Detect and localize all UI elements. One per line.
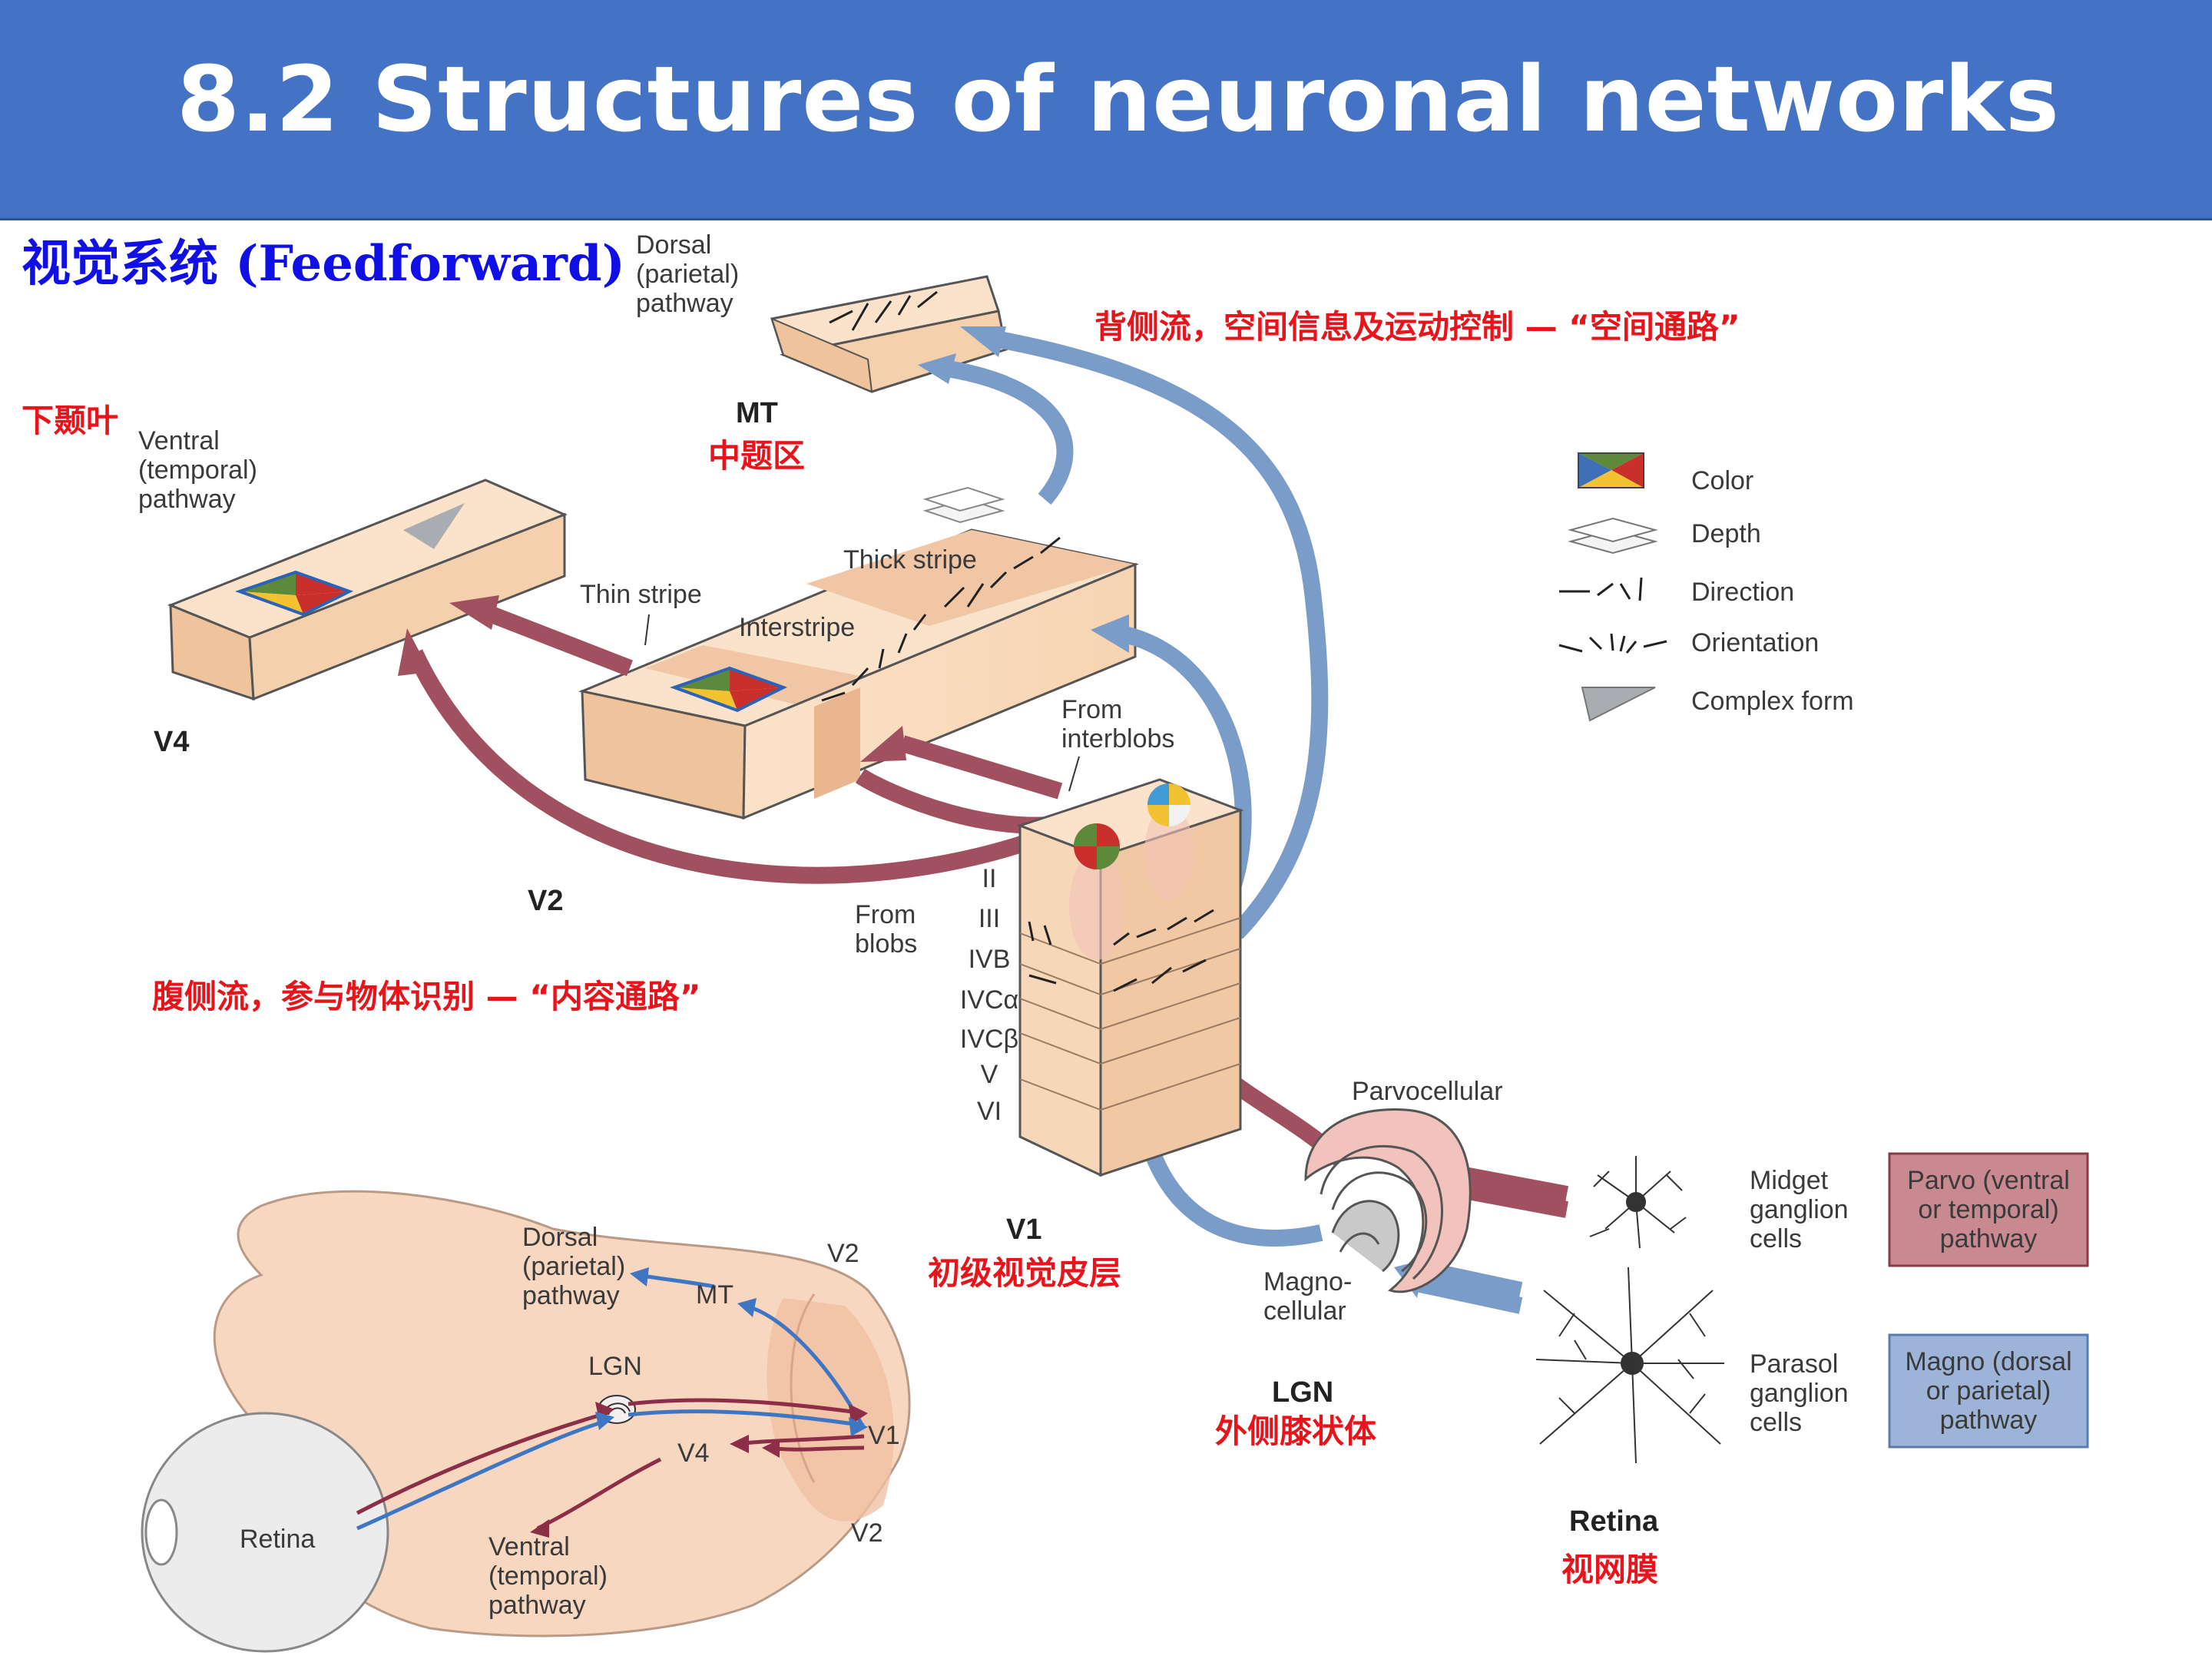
complex-form-icon	[1581, 687, 1656, 722]
orientation-icon	[1558, 633, 1667, 654]
layer-label: II	[982, 864, 997, 893]
layer-label: IVCβ	[960, 1025, 1018, 1054]
brain-v2-top-label: V2	[827, 1239, 859, 1268]
layer-label: IVB	[969, 945, 1011, 974]
legend-label: Color	[1691, 466, 1753, 495]
legend: Color Depth Direction Orientation Comple…	[1558, 452, 1854, 722]
parvocellular-label: Parvocellular	[1352, 1077, 1503, 1106]
direction-icon	[1559, 577, 1643, 601]
retina-chinese-label: 视网膜	[1561, 1551, 1658, 1588]
mt-dorsal-pathway-label: Dorsal(parietal)pathway	[636, 230, 739, 318]
v2-label: V2	[528, 885, 563, 917]
lgn-label: LGN	[1272, 1376, 1333, 1409]
layer-label: IVCα	[960, 985, 1018, 1015]
v2-color-icon	[670, 666, 788, 713]
ventral-stream-annotation: 腹侧流，参与物体识别 — “内容通路”	[152, 978, 700, 1015]
brain-v2-bottom-label: V2	[851, 1518, 883, 1548]
v2-depth-icon	[922, 486, 1005, 524]
brain-mt-label: MT	[696, 1280, 733, 1310]
v1-chinese-label: 初级视觉皮层	[928, 1254, 1121, 1292]
brain-dorsal-pathway-label: Dorsal(parietal)pathway	[522, 1223, 625, 1310]
legend-label: Complex form	[1691, 687, 1854, 716]
depth-icon	[1568, 517, 1658, 555]
legend-label: Depth	[1691, 519, 1761, 548]
magno-box-line: or parietal)	[1926, 1376, 2051, 1406]
layer-label: VI	[977, 1097, 1002, 1126]
legend-label: Orientation	[1691, 628, 1819, 657]
dorsal-stream-annotation: 背侧流，空间信息及运动控制 — “空间通路”	[1094, 308, 1740, 346]
brain-v4-label: V4	[677, 1439, 710, 1468]
thin-stripe-leader	[644, 614, 650, 646]
interstripe-label: Interstripe	[739, 613, 855, 642]
interblob-color-icon	[1147, 783, 1190, 826]
retina-label: Retina	[1569, 1505, 1659, 1538]
v4-label: V4	[154, 726, 189, 758]
brain-ventral-pathway-label: Ventral(temporal)pathway	[488, 1532, 608, 1620]
thin-stripe-label: Thin stripe	[580, 580, 702, 609]
mt-block	[770, 275, 1008, 393]
inferior-temporal-annotation: 下颞叶	[22, 402, 118, 439]
brain-retina-label: Retina	[240, 1525, 315, 1554]
layer-label: V	[981, 1060, 998, 1089]
brain-v1-label: V1	[868, 1421, 900, 1450]
magno-box-line: pathway	[1940, 1406, 2038, 1435]
cortical-layer-labels: II III IVB IVCα IVCβ V VI	[960, 864, 1018, 1126]
v4-color-icon	[234, 570, 354, 617]
parvo-box-line: or temporal)	[1918, 1195, 2058, 1224]
color-icon	[1578, 452, 1644, 488]
visual-pathway-diagram: 视觉系统 (Feedforward) 背侧流，空间信息及运动控制 — “空间通路…	[22, 230, 2089, 1653]
section-heading: 视觉系统 (Feedforward)	[22, 235, 625, 293]
midget-ganglion-cell-icon	[1589, 1156, 1687, 1249]
from-interblobs-leader	[1068, 756, 1080, 792]
v1-label: V1	[1006, 1214, 1041, 1246]
mt-chinese-label: 中题区	[708, 437, 805, 475]
mt-label: MT	[736, 397, 778, 429]
magno-box-line: Magno (dorsal	[1905, 1347, 2071, 1376]
v1-block	[1016, 778, 1244, 1177]
brain-lgn-label: LGN	[588, 1352, 642, 1381]
v4-block	[167, 478, 568, 701]
thick-stripe-label: Thick stripe	[843, 545, 977, 575]
blob-color-icon	[1074, 823, 1120, 869]
lgn-structure	[1304, 1108, 1472, 1293]
slide-title: 8.2 Structures of neuronal networks	[177, 46, 2060, 152]
lgn-chinese-label: 外侧膝状体	[1215, 1412, 1376, 1450]
parvo-box-line: pathway	[1940, 1224, 2038, 1253]
legend-label: Direction	[1691, 578, 1794, 607]
v2-block	[578, 486, 1140, 820]
v4-ventral-pathway-label: Ventral(temporal)pathway	[138, 426, 257, 514]
parasol-ganglion-cell-icon	[1535, 1267, 1724, 1464]
v4-complex-form-icon	[403, 503, 465, 549]
title-banner: 8.2 Structures of neuronal networks	[0, 0, 2212, 220]
brain-inset	[141, 1190, 911, 1653]
parvo-box-line: Parvo (ventral	[1907, 1166, 2070, 1195]
magnocellular-label: Magno-cellular	[1263, 1267, 1352, 1326]
layer-label: III	[979, 904, 1000, 933]
